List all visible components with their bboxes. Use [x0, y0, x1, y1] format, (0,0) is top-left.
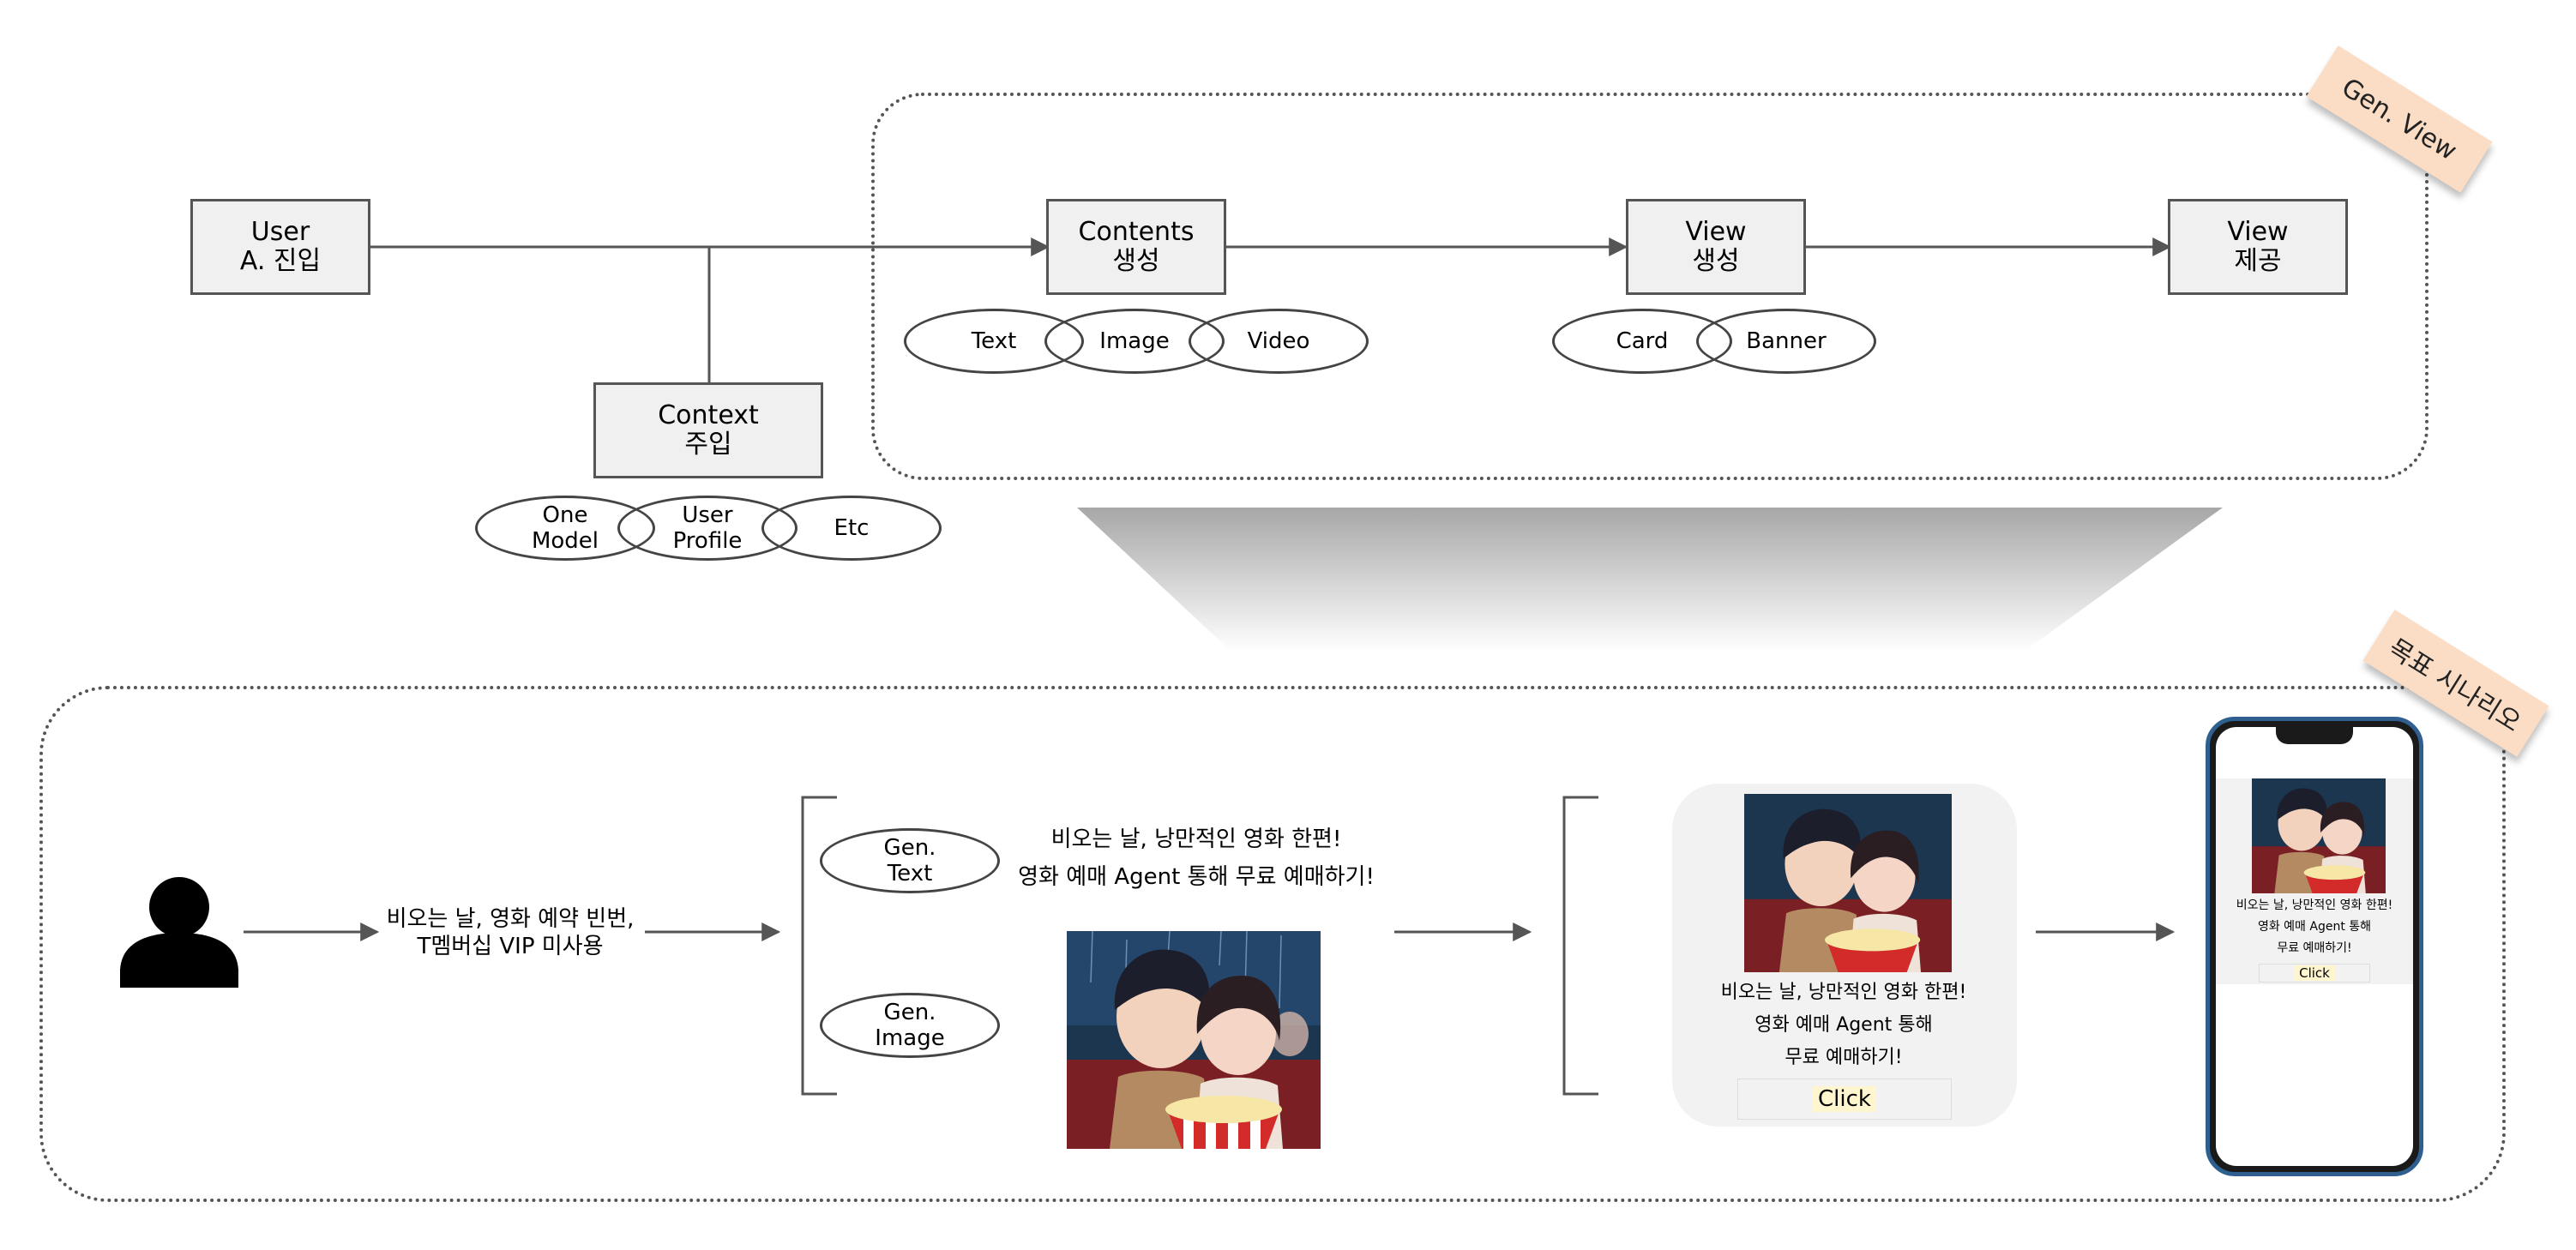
- phone-line1: 비오는 날, 낭만적인 영화 한편!: [2236, 898, 2393, 912]
- movie-couple-illustration: [1067, 931, 1321, 1149]
- phone-line2: 영화 예매 Agent 통해: [2257, 920, 2372, 934]
- user-condition-text: 비오는 날, 영화 예약 빈번, T멤버십 VIP 미사용: [386, 906, 635, 959]
- gen-view-region: [871, 93, 2429, 480]
- card-illustration: [1744, 794, 1952, 972]
- bracket-card: [1562, 796, 1598, 1096]
- card-click-button[interactable]: Click: [1737, 1079, 1952, 1120]
- generated-image: [1067, 931, 1321, 1149]
- phone-line3: 무료 예매하기!: [2277, 941, 2352, 955]
- card-line3: 무료 예매하기!: [1785, 1047, 1903, 1068]
- oval-video: Video: [1189, 309, 1369, 374]
- bracket-gen: [801, 796, 837, 1096]
- card-line1: 비오는 날, 낭만적인 영화 한편!: [1720, 982, 1967, 1003]
- card-line2: 영화 예매 Agent 통해: [1754, 1014, 1933, 1036]
- scenario-region: [39, 686, 2506, 1202]
- user-entry-box: User A. 진입: [190, 199, 370, 295]
- phone-image: [2252, 778, 2386, 893]
- gen-image-oval: Gen. Image: [820, 993, 1000, 1058]
- context-box: Context 주입: [593, 382, 823, 478]
- contents-box: Contents 생성: [1046, 199, 1226, 295]
- person-icon: [120, 877, 238, 988]
- gen-text-oval: Gen. Text: [820, 828, 1000, 893]
- oval-banner: Banner: [1696, 309, 1876, 374]
- view-provide-box: View 제공: [2168, 199, 2348, 295]
- view-create-box: View 생성: [1626, 199, 1806, 295]
- generated-text-line1: 비오는 날, 낭만적인 영화 한편!: [1050, 826, 1342, 852]
- card-click-label: Click: [1813, 1086, 1876, 1112]
- phone-click-label: Click: [2294, 965, 2335, 981]
- phone-click-button[interactable]: Click: [2259, 964, 2370, 983]
- phone-illustration: [2252, 778, 2386, 893]
- phone-notch: [2276, 725, 2353, 744]
- generated-text-line2: 영화 예매 Agent 통해 무료 예매하기!: [1018, 864, 1375, 890]
- card-image: [1744, 794, 1952, 972]
- funnel-shape: [1077, 508, 2223, 652]
- oval-etc: Etc: [761, 496, 942, 561]
- oval-user-profile: User Profile: [617, 496, 797, 561]
